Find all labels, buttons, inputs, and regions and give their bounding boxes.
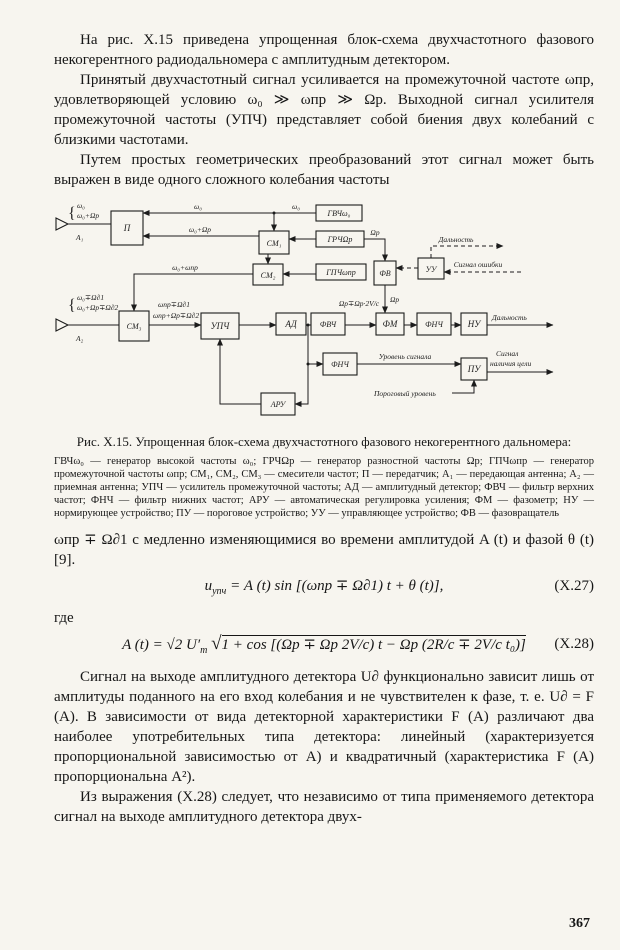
block-if-amplifier-label: УПЧ (211, 321, 231, 331)
antenna-a1-icon (55, 217, 70, 231)
block-hf-generator-label: ГВЧω₀ (327, 209, 351, 218)
figure-caption: Рис. X.15. Упрощенная блок-схема двухчас… (76, 434, 572, 449)
block-highpass-filter-label: ФВЧ (320, 320, 337, 329)
label-if1: ωпр∓Ω∂1 (158, 300, 190, 309)
block-diagram: П СМ₁ СМ₂ ГВЧω₀ ГРЧΩр ГПЧωпр ФВ УУ СМ₃ У… (55, 201, 554, 416)
label-rx1: ω₀∓Ω∂1 (77, 293, 104, 302)
junction-dot (306, 362, 310, 366)
label-target-signal-2: наличия цели (490, 359, 532, 368)
paragraph-4: ωпр ∓ Ω∂1 с медленно изменяющимися во вр… (54, 532, 594, 568)
figure-legend: ГВЧω₀ — генератор высокой частоты ω₀; ГР… (54, 456, 594, 519)
block-if-generator-label: ГПЧωпр (325, 268, 356, 277)
label-rx2: ω₀+Ωр∓Ω∂2 (77, 303, 119, 312)
label-wr-line: Ωр (370, 228, 379, 237)
formula-x28: A (t) = √2 U′m √1 + cos [(Ωр ∓ Ωр 2V/c) … (54, 631, 594, 664)
brace-a1: { (68, 205, 76, 222)
formula-x28-number: (X.28) (554, 636, 594, 652)
block-phasemeter-label: ФМ (383, 319, 398, 329)
label-w0wpr-line: ω₀+ωпр (172, 263, 198, 272)
formula-x27-number: (X.27) (554, 578, 594, 594)
paragraph-5: Сигнал на выходе амплитудного детектора … (54, 669, 594, 785)
label-antenna-a2: А₂ (75, 334, 84, 343)
block-mixer1-label: СМ₁ (267, 239, 282, 248)
label-range-top: Дальность (438, 235, 474, 244)
paragraph-1: На рис. X.15 приведена упрощенная блок-с… (54, 32, 594, 68)
wire-to-agc (294, 364, 309, 407)
label-threshold-level: Пороговый уровень (373, 389, 436, 398)
junction-dot (306, 323, 310, 327)
block-threshold-device-label: ПУ (467, 364, 481, 374)
label-beat-frequency: Ωр∓Ωр·2V/c (339, 299, 380, 308)
block-agc-label: АРУ (270, 400, 287, 409)
label-w0-line-b: ω₀ (292, 202, 300, 211)
label-antenna-a1: А₁ (75, 233, 84, 242)
block-lowpass-filter-2-label: ФНЧ (331, 360, 349, 369)
wire-range-top-output (430, 243, 504, 258)
block-normalizer-label: НУ (467, 319, 481, 329)
label-tx-w0: ω₀ (77, 201, 85, 210)
wire-agc-to-upch (217, 338, 261, 405)
formula-x27-expression: uупч = A (t) sin [(ωпр ∓ Ω∂1) t + θ (t)]… (204, 578, 444, 597)
block-transmitter (110, 210, 144, 246)
paragraph-6: Из выражения (X.28) следует, что независ… (54, 789, 594, 825)
wire-mixer2-to-mixer3 (131, 273, 253, 312)
page-number: 367 (569, 916, 590, 931)
label-error-signal: Сигнал ошибки (454, 260, 503, 269)
junction-dot (272, 211, 276, 215)
block-transmitter-label: П (123, 223, 131, 233)
label-target-signal-1: Сигнал (496, 349, 518, 358)
block-mixer3-label: СМ₃ (127, 322, 142, 331)
wire-grch-to-phase-shifter (364, 238, 388, 262)
block-highpass-filter (310, 312, 346, 336)
label-tx-w0wr: ω₀+Ωр (77, 211, 99, 220)
brace-a2: { (68, 297, 76, 314)
wire-threshold-level-input (452, 379, 477, 394)
antenna-a2-icon (55, 318, 70, 332)
block-if-generator (315, 263, 367, 281)
wire-detector-to-fnch2 (307, 325, 324, 367)
block-diff-generator-label: ГРЧΩр (327, 235, 353, 244)
block-amplitude-detector-label: АД (284, 319, 298, 329)
figure-x15-diagram: П СМ₁ СМ₂ ГВЧω₀ ГРЧΩр ГПЧωпр ФВ УУ СМ₃ У… (48, 198, 594, 431)
label-w0wr-line: ω₀+Ωр (189, 225, 211, 234)
formula-x27: uупч = A (t) sin [(ωпр ∓ Ω∂1) t + θ (t)]… (54, 573, 594, 605)
label-if2: ωпр+Ωр∓Ω∂2 (153, 311, 199, 320)
radical-sign: √ (211, 633, 222, 654)
formula-x28-expression: A (t) = √2 U′m √1 + cos [(Ωр ∓ Ωр 2V/c) … (122, 633, 526, 656)
where-label: где (54, 610, 74, 626)
label-w0-line-a: ω₀ (194, 202, 202, 211)
block-control-unit-label: УУ (426, 265, 438, 274)
block-lowpass-filter-1-label: ФНЧ (425, 320, 443, 329)
label-range-output: Дальность (491, 313, 527, 322)
label-signal-level: Уровень сигнала (379, 352, 432, 361)
block-mixer2-label: СМ₂ (261, 271, 276, 280)
label-wr-phasemeter: Ωр (390, 295, 399, 304)
paragraph-2: Принятый двухчастотный сигнал усиливаетс… (54, 72, 594, 148)
paragraph-3: Путем простых геометрических преобразова… (54, 152, 594, 188)
block-phase-shifter-label: ФВ (379, 269, 390, 278)
